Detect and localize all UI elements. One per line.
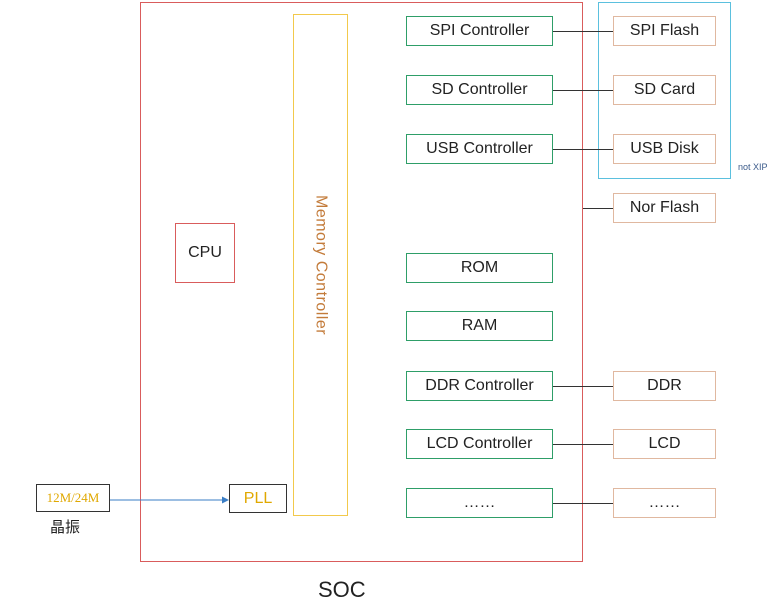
crystal-label: 12M/24M xyxy=(46,490,100,505)
device-usb-disk: USB Disk xyxy=(613,134,716,164)
not-xip-label: not XIP xyxy=(738,162,768,172)
cpu-block: CPU xyxy=(175,223,235,283)
link-lcd xyxy=(553,444,613,445)
device-more: …… xyxy=(613,488,716,518)
device-lcd-label: LCD xyxy=(648,435,681,452)
link-nor-flash xyxy=(583,208,613,209)
controller-lcd: LCD Controller xyxy=(406,429,553,459)
soc-boundary xyxy=(140,2,583,562)
pll-label: PLL xyxy=(243,489,273,507)
controller-usb-label: USB Controller xyxy=(426,140,533,157)
soc-label: SOC xyxy=(318,577,366,602)
device-spi-flash-label: SPI Flash xyxy=(629,22,700,39)
rom-label: ROM xyxy=(460,259,499,276)
crystal-to-pll-arrow xyxy=(110,496,229,504)
device-ddr: DDR xyxy=(613,371,716,401)
crystal-caption: 晶振 xyxy=(50,519,81,536)
link-sd xyxy=(553,90,613,91)
device-nor-flash-label: Nor Flash xyxy=(629,199,700,216)
link-spi xyxy=(553,31,613,32)
device-lcd: LCD xyxy=(613,429,716,459)
link-ddr xyxy=(553,386,613,387)
device-more-label: …… xyxy=(648,494,681,511)
device-ddr-label: DDR xyxy=(647,377,682,394)
link-usb xyxy=(553,149,613,150)
ram-label: RAM xyxy=(461,317,498,334)
controller-more: …… xyxy=(406,488,553,518)
controller-ddr: DDR Controller xyxy=(406,371,553,401)
controller-sd: SD Controller xyxy=(406,75,553,105)
ram-block: RAM xyxy=(406,311,553,341)
controller-spi-label: SPI Controller xyxy=(429,22,530,39)
device-nor-flash: Nor Flash xyxy=(613,193,716,223)
device-sd-card: SD Card xyxy=(613,75,716,105)
memory-controller-label: Memory Controller xyxy=(312,194,330,336)
controller-more-label: …… xyxy=(463,494,496,511)
device-usb-disk-label: USB Disk xyxy=(630,140,699,157)
controller-usb: USB Controller xyxy=(406,134,553,164)
controller-ddr-label: DDR Controller xyxy=(425,377,534,394)
device-sd-card-label: SD Card xyxy=(633,81,696,98)
link-more xyxy=(553,503,613,504)
cpu-label: CPU xyxy=(188,244,222,261)
controller-sd-label: SD Controller xyxy=(431,81,528,98)
rom-block: ROM xyxy=(406,253,553,283)
controller-spi: SPI Controller xyxy=(406,16,553,46)
pll-block: PLL xyxy=(229,484,287,513)
crystal-block: 12M/24M xyxy=(36,484,110,512)
device-spi-flash: SPI Flash xyxy=(613,16,716,46)
controller-lcd-label: LCD Controller xyxy=(426,435,533,452)
memory-controller-block: Memory Controller xyxy=(293,14,348,516)
